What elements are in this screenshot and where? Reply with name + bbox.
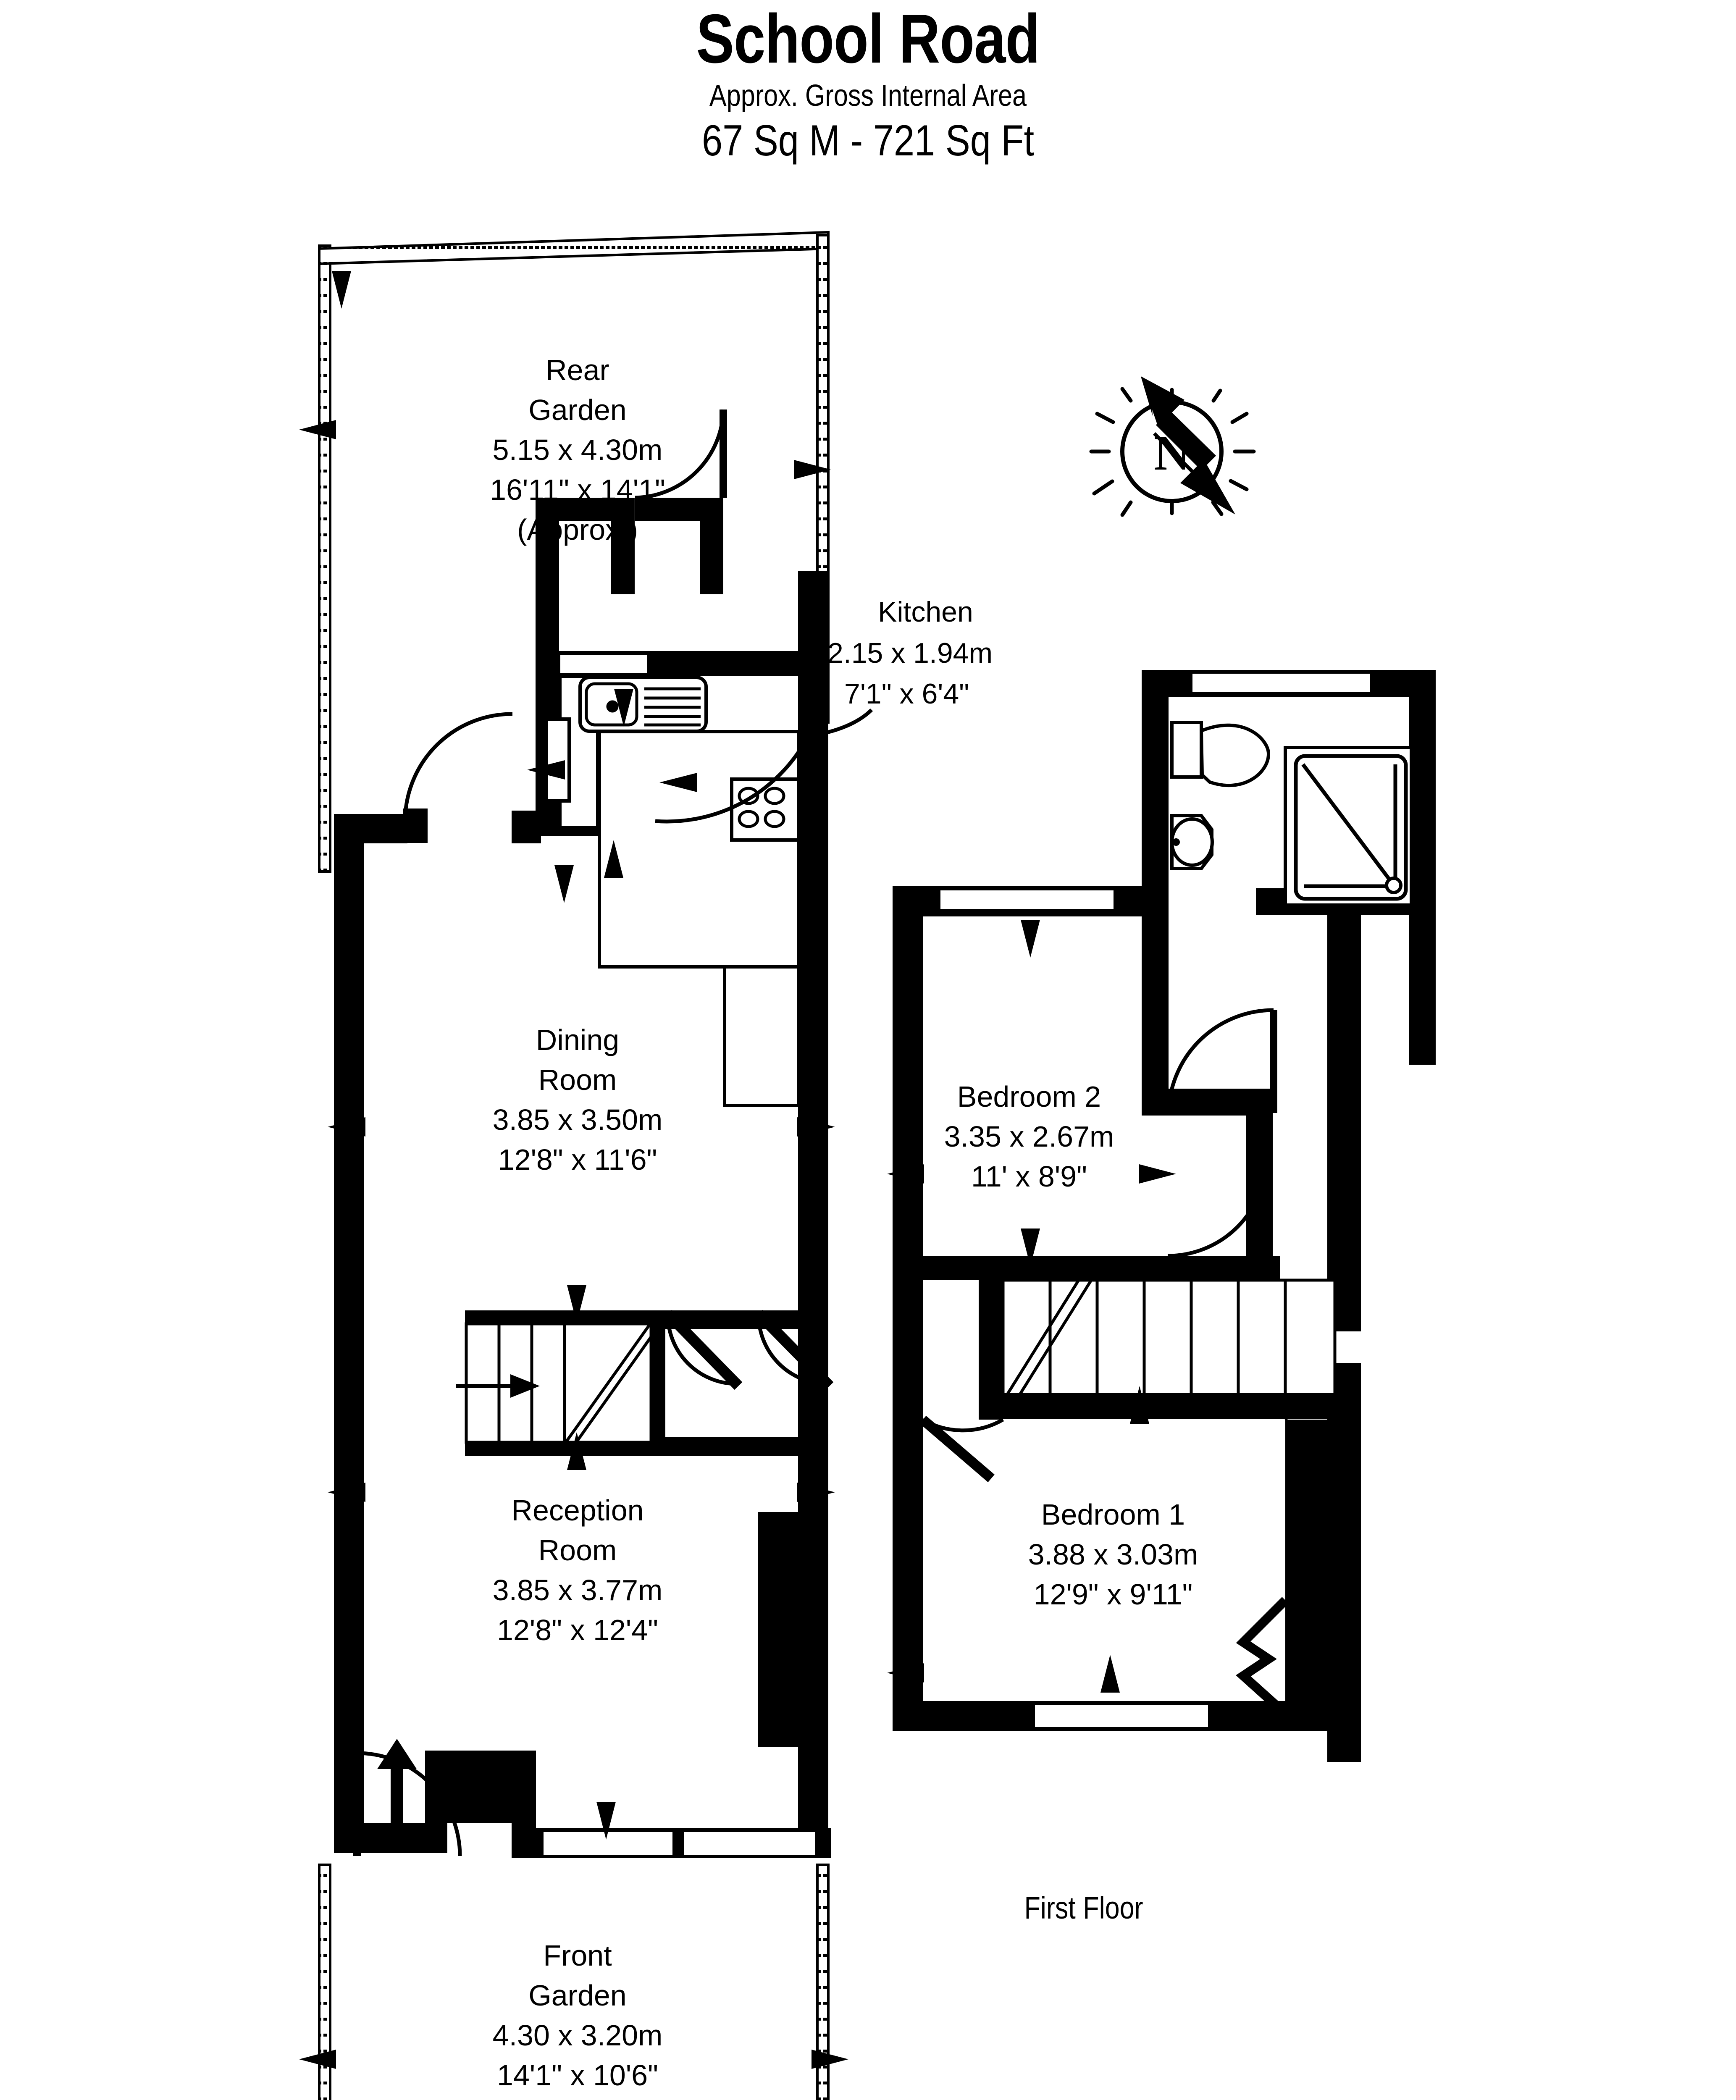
rear-garden-note: (Approx.) <box>517 513 638 546</box>
bedroom1-imperial: 12'9" x 9'11" <box>1034 1578 1193 1611</box>
front-garden-label: Front Garden 4.30 x 3.20m 14'1" x 10'6" … <box>493 1939 663 2100</box>
bedroom1-name: Bedroom 1 <box>1041 1498 1185 1531</box>
reception-name-1: Reception <box>511 1494 643 1527</box>
bedroom2-imperial: 11' x 8'9" <box>971 1160 1087 1193</box>
front-garden-imperial: 14'1" x 10'6" <box>497 2059 658 2092</box>
ground-floor-staircase <box>456 1322 662 1444</box>
ground-floor-walls <box>334 498 831 1858</box>
bedroom-2-label: Bedroom 2 3.35 x 2.67m 11' x 8'9" <box>944 1080 1114 1193</box>
compass-north-label: N <box>1154 425 1190 480</box>
dining-imperial: 12'8" x 11'6" <box>498 1143 657 1176</box>
front-garden-name-2: Garden <box>528 1979 626 2012</box>
dining-metric: 3.85 x 3.50m <box>493 1103 663 1136</box>
front-garden-note: (Approx.) <box>517 2099 638 2100</box>
kitchen-fittings <box>558 675 801 1107</box>
first-floor-plan: Bedroom 2 3.35 x 2.67m 11' x 8'9" Bedroo… <box>887 670 1436 1762</box>
bathroom-fittings <box>1170 721 1413 907</box>
bedroom-1-label: Bedroom 1 3.88 x 3.03m 12'9" x 9'11" <box>1028 1498 1198 1611</box>
bedroom2-name: Bedroom 2 <box>957 1080 1101 1113</box>
front-garden-metric: 4.30 x 3.20m <box>493 2019 663 2052</box>
dining-room-label: Dining Room 3.85 x 3.50m 12'8" x 11'6" <box>493 1024 663 1176</box>
kitchen-hob-icon <box>730 777 801 842</box>
reception-name-2: Room <box>538 1534 617 1567</box>
header: School Road Approx. Gross Internal Area … <box>0 0 1736 164</box>
ground-floor-plan: Rear Garden 5.15 x 4.30m 16'11" x 14'1" … <box>299 231 993 2100</box>
first-floor-caption: First Floor <box>1024 1890 1143 1925</box>
reception-room-label: Reception Room 3.85 x 3.77m 12'8" x 12'4… <box>493 1494 663 1646</box>
rear-garden-name-1: Rear <box>546 354 609 386</box>
dining-name-1: Dining <box>536 1024 619 1056</box>
first-dimension-markers <box>887 920 1361 1693</box>
bedroom1-metric: 3.88 x 3.03m <box>1028 1538 1198 1571</box>
rear-garden-name-2: Garden <box>528 394 626 426</box>
kitchen-imperial: 7'1" x 6'4" <box>844 678 969 710</box>
entry-arrow <box>377 1739 417 1823</box>
rear-garden-label: Rear Garden 5.15 x 4.30m 16'11" x 14'1" … <box>490 354 665 546</box>
kitchen-cupboard <box>544 717 571 803</box>
ground-floor-doors <box>353 409 828 1856</box>
kitchen-label: Kitchen 2.15 x 1.94m 7'1" x 6'4" <box>827 596 993 710</box>
first-floor-staircase <box>1001 1278 1337 1396</box>
kitchen-metric: 2.15 x 1.94m <box>827 637 993 669</box>
page-title: School Road <box>696 0 1040 77</box>
compass-rose: N <box>1089 376 1256 517</box>
rear-garden-metric: 5.15 x 4.30m <box>493 433 663 466</box>
total-area-text: 67 Sq M - 721 Sq Ft <box>701 116 1035 165</box>
bedroom2-metric: 3.35 x 2.67m <box>944 1120 1114 1153</box>
compass-rays <box>1089 387 1256 517</box>
area-subtitle: Approx. Gross Internal Area <box>709 79 1027 113</box>
first-floor-door-leaves <box>919 1415 995 1483</box>
kitchen-leader-line <box>800 708 873 739</box>
dining-name-2: Room <box>538 1063 617 1096</box>
kitchen-name: Kitchen <box>878 596 973 628</box>
reception-metric: 3.85 x 3.77m <box>493 1574 663 1606</box>
front-garden-name-1: Front <box>543 1939 612 1972</box>
rear-garden-imperial: 16'11" x 14'1" <box>490 473 665 506</box>
bedroom1-bay <box>1236 1597 1289 1717</box>
compass-needle-icon <box>1141 376 1235 514</box>
first-floor-windows <box>937 670 1373 1730</box>
ground-dimension-markers <box>299 271 848 2069</box>
reception-imperial: 12'8" x 12'4" <box>497 1614 658 1646</box>
kitchen-sink-icon <box>585 682 701 727</box>
understair-door-leaves <box>664 1310 834 1390</box>
ground-floor-windows <box>540 652 819 1858</box>
